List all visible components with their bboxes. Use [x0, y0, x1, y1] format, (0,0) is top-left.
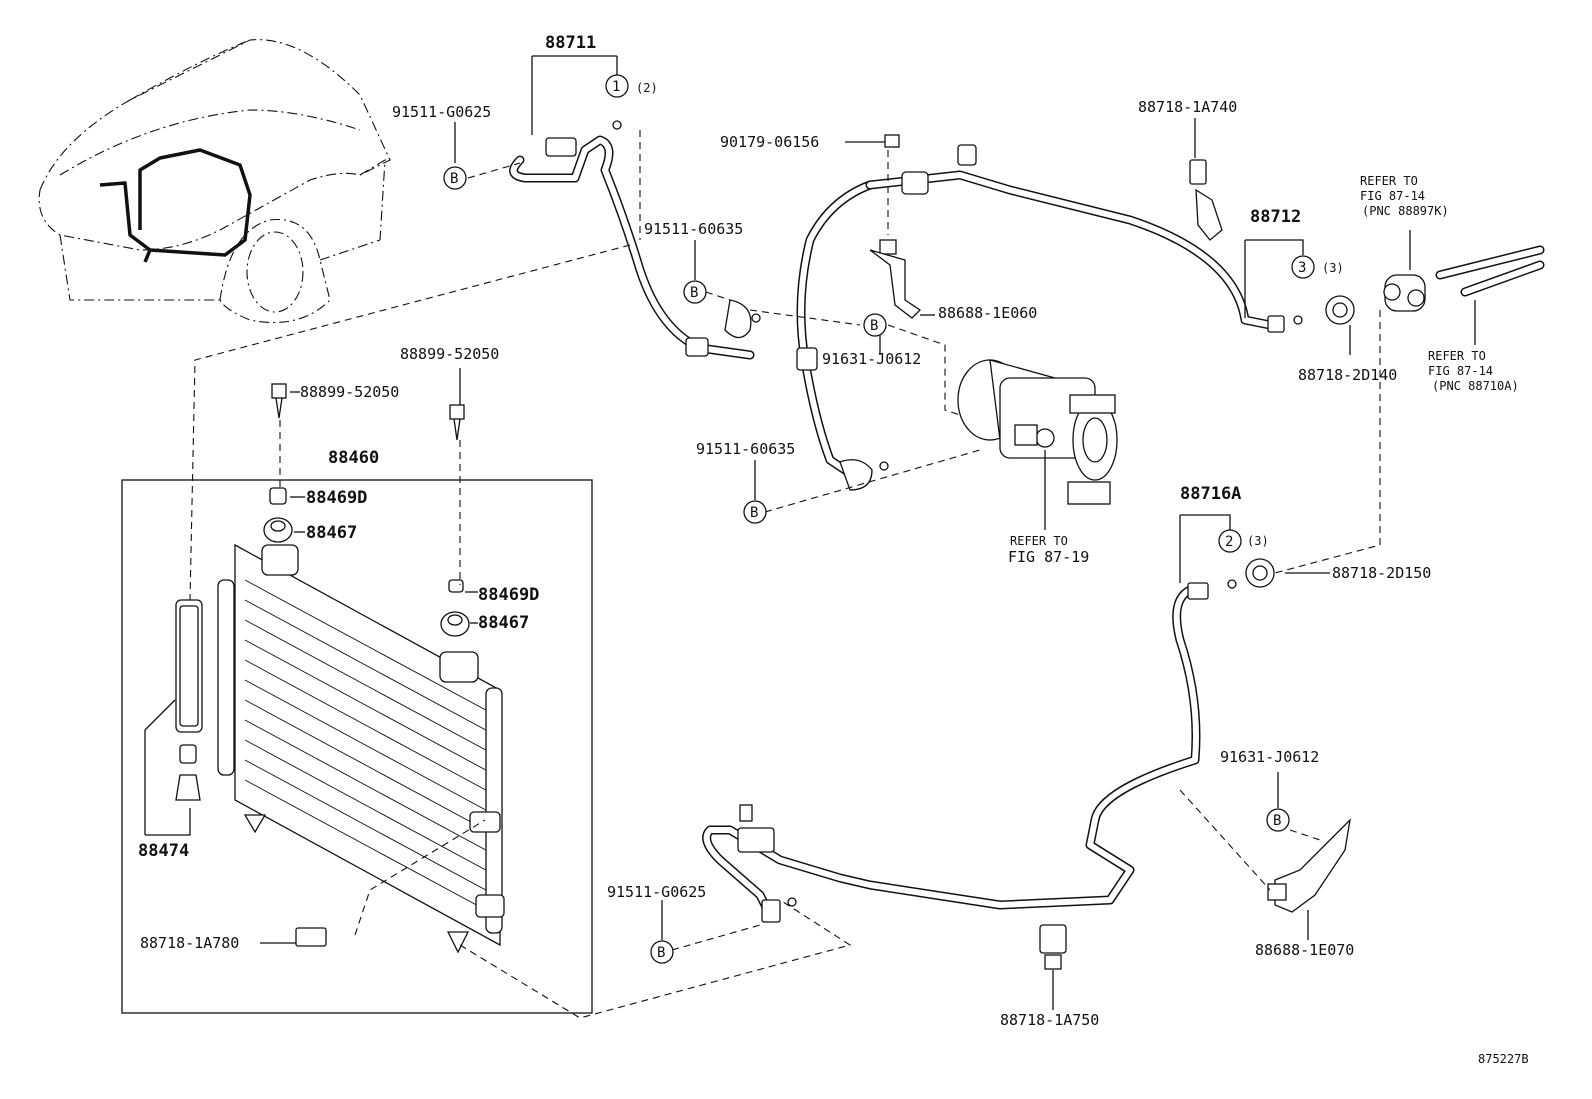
label-88718-1a780: 88718-1A780	[140, 934, 239, 952]
label-88718-2d150: 88718-2D150	[1332, 564, 1431, 582]
condenser-parts	[175, 383, 470, 947]
label-88899-52050-left: 88899-52050	[300, 383, 399, 401]
label-88469d-a: 88469D	[306, 488, 367, 508]
vehicle-locator-sketch	[38, 39, 391, 323]
refer-top-line2: FIG 87-14	[1360, 189, 1425, 203]
compressor	[957, 359, 1118, 505]
label-88718-1a750: 88718-1A750	[1000, 1011, 1099, 1029]
label-88716a: 88716A	[1180, 484, 1241, 504]
label-88467-b: 88467	[478, 613, 529, 633]
figure-code: 875227B	[1478, 1052, 1529, 1066]
refer-top-line1: REFER TO	[1360, 174, 1418, 188]
refer-mid-line1: REFER TO	[1428, 349, 1486, 363]
label-88467-a: 88467	[306, 523, 357, 543]
bolt-b-lower-left: B	[750, 505, 758, 521]
label-88474: 88474	[138, 841, 189, 861]
right-hardware	[869, 134, 1545, 970]
bolt-b-right: B	[1273, 813, 1281, 829]
label-88688-1e060: 88688-1E060	[938, 304, 1037, 322]
refer-mid-line3: (PNC 88710A)	[1432, 379, 1519, 393]
label-91511-60635-b: 91511-60635	[696, 440, 795, 458]
bolt-b-bottom: B	[657, 945, 665, 961]
label-88460: 88460	[328, 448, 379, 468]
bolt-b-top-left: B	[450, 171, 458, 187]
callout-1: 1	[612, 79, 620, 95]
condenser	[217, 543, 505, 954]
callout-3-qty: (3)	[1322, 261, 1344, 275]
label-88712: 88712	[1250, 207, 1301, 227]
circled-callouts	[443, 74, 1315, 964]
label-88469d-b: 88469D	[478, 585, 539, 605]
liquid-tube-88716a	[702, 582, 1209, 923]
callout-2-qty: (3)	[1247, 534, 1269, 548]
bolt-b-mid-left: B	[690, 285, 698, 301]
refer-top-line3: (PNC 88897K)	[1362, 204, 1449, 218]
refer-comp-line2: FIG 87-19	[1008, 548, 1089, 566]
label-91631-j0612-a: 91631-J0612	[822, 350, 921, 368]
bolt-b-center: B	[870, 318, 878, 334]
label-90179-06156: 90179-06156	[720, 133, 819, 151]
label-88718-2d140: 88718-2D140	[1298, 366, 1397, 384]
leader-lines	[144, 55, 1476, 1019]
label-91511-g0625-top: 91511-G0625	[392, 103, 491, 121]
callout-1-qty: (2)	[636, 81, 658, 95]
discharge-hose-88711	[509, 135, 755, 360]
refer-mid-line2: FIG 87-14	[1428, 364, 1493, 378]
suction-hose	[796, 144, 1285, 491]
condenser-assembly-box	[121, 479, 593, 1014]
callout-2: 2	[1225, 534, 1233, 550]
part-labels: 88711 1 (2) 91511-G0625 B 90179-06156 91…	[138, 33, 1529, 1066]
label-91511-g0625-bottom: 91511-G0625	[607, 883, 706, 901]
label-88711: 88711	[545, 33, 596, 53]
label-91631-j0612-b: 91631-J0612	[1220, 748, 1319, 766]
callout-3: 3	[1298, 260, 1306, 276]
label-88688-1e070: 88688-1E070	[1255, 941, 1354, 959]
label-91511-60635-a: 91511-60635	[644, 220, 743, 238]
label-88899-52050-top: 88899-52050	[400, 345, 499, 363]
label-88718-1a740: 88718-1A740	[1138, 98, 1237, 116]
refer-comp-line1: REFER TO	[1010, 534, 1068, 548]
